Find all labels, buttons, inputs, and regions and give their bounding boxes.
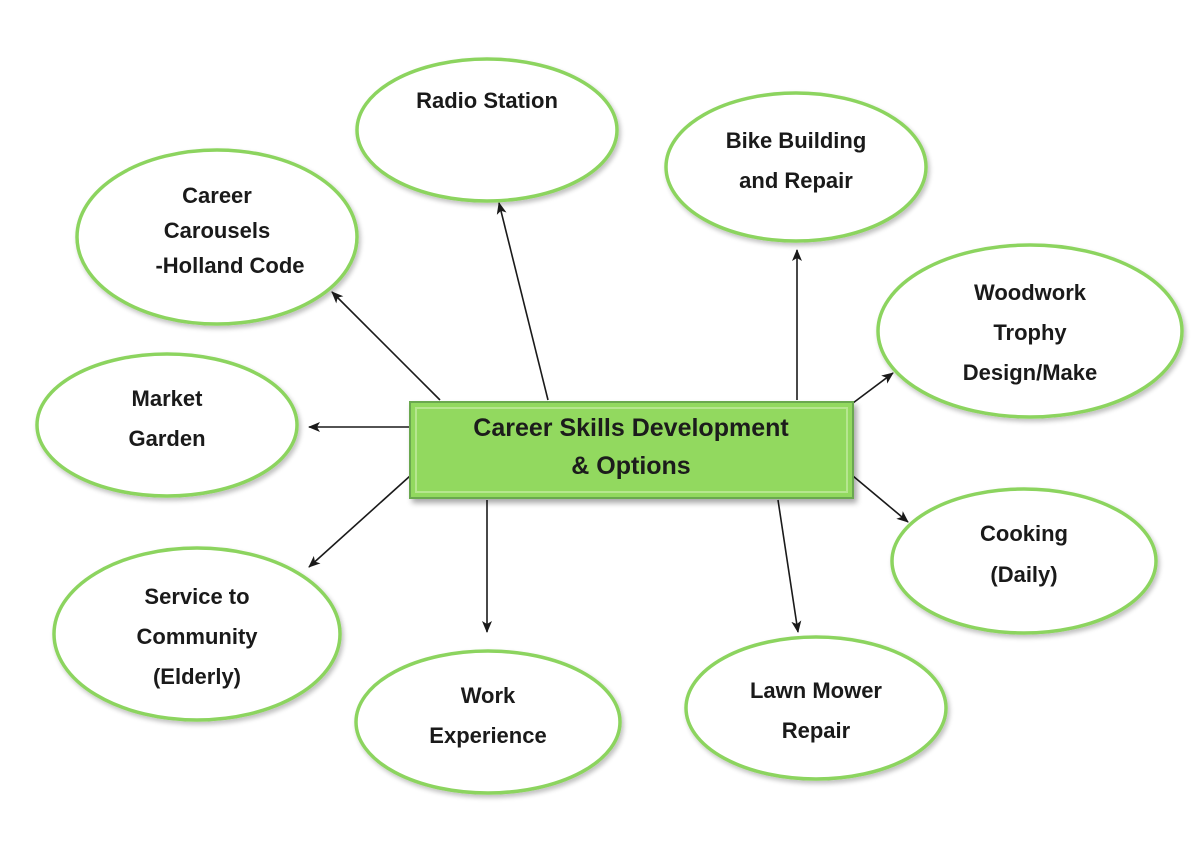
node-woodwork-trophy-label-line-1: Woodwork bbox=[974, 280, 1087, 305]
node-market-garden: Market Garden bbox=[35, 352, 299, 498]
node-cooking: Cooking (Daily) bbox=[890, 487, 1158, 635]
arrow-to-lawn-mower-repair bbox=[777, 499, 802, 633]
node-woodwork-trophy-label-line-3: Design/Make bbox=[963, 360, 1098, 385]
node-service-to-community-label-line-3: (Elderly) bbox=[153, 664, 241, 689]
arrow-to-career-carousels bbox=[331, 291, 441, 401]
node-career-carousels-ellipse bbox=[75, 148, 359, 326]
node-market-garden-label-line-1: Market bbox=[132, 386, 204, 411]
node-work-experience-label-line-2: Experience bbox=[429, 723, 546, 748]
node-market-garden-label-line-2: Garden bbox=[128, 426, 205, 451]
node-cooking-label-line-1: Cooking bbox=[980, 521, 1068, 546]
node-work-experience-ellipse bbox=[354, 649, 622, 795]
node-bike-building: Bike Building and Repair bbox=[664, 91, 928, 243]
node-bike-building-label-line-2: and Repair bbox=[739, 168, 853, 193]
node-service-to-community-label-line-2: Community bbox=[137, 624, 259, 649]
node-work-experience: Work Experience bbox=[354, 649, 622, 795]
node-career-carousels-label-line-1: Career bbox=[182, 183, 252, 208]
node-cooking-ellipse bbox=[890, 487, 1158, 635]
center-node-title-line-1: Career Skills Development bbox=[473, 414, 789, 442]
arrow-to-cooking bbox=[852, 475, 909, 523]
node-career-carousels-label-line-3: -Holland Code bbox=[155, 253, 304, 278]
node-radio-station: Radio Station bbox=[355, 57, 619, 203]
node-cooking-label-line-2: (Daily) bbox=[990, 562, 1057, 587]
node-career-carousels-label-line-2: Carousels bbox=[164, 218, 270, 243]
node-bike-building-label-line-1: Bike Building bbox=[726, 128, 867, 153]
center-node: Career Skills Development & Options bbox=[409, 401, 854, 499]
node-work-experience-label-line-1: Work bbox=[461, 683, 516, 708]
node-radio-station-label: Radio Station bbox=[416, 88, 558, 113]
center-node-title-line-2: & Options bbox=[571, 452, 690, 480]
node-bike-building-ellipse bbox=[664, 91, 928, 243]
node-radio-station-ellipse bbox=[355, 57, 619, 203]
node-service-to-community-label-line-1: Service to bbox=[144, 584, 249, 609]
arrow-to-radio-station bbox=[496, 202, 549, 401]
node-career-carousels: Career Carousels -Holland Code bbox=[75, 148, 359, 326]
node-lawn-mower-repair: Lawn Mower Repair bbox=[684, 635, 948, 781]
node-lawn-mower-repair-label-line-1: Lawn Mower bbox=[750, 678, 882, 703]
node-woodwork-trophy-ellipse bbox=[876, 243, 1184, 419]
node-service-to-community-ellipse bbox=[52, 546, 342, 722]
node-service-to-community: Service to Community (Elderly) bbox=[52, 546, 342, 722]
node-lawn-mower-repair-ellipse bbox=[684, 635, 948, 781]
node-market-garden-ellipse bbox=[35, 352, 299, 498]
center-node-inner-border bbox=[415, 407, 848, 493]
arrow-to-woodwork-trophy bbox=[852, 372, 894, 404]
node-lawn-mower-repair-label-line-2: Repair bbox=[782, 718, 851, 743]
node-woodwork-trophy: Woodwork Trophy Design/Make bbox=[876, 243, 1184, 419]
connectors bbox=[308, 202, 909, 633]
node-woodwork-trophy-label-line-2: Trophy bbox=[993, 320, 1067, 345]
arrow-to-service-to-community bbox=[308, 475, 411, 568]
center-node-box bbox=[409, 401, 854, 499]
